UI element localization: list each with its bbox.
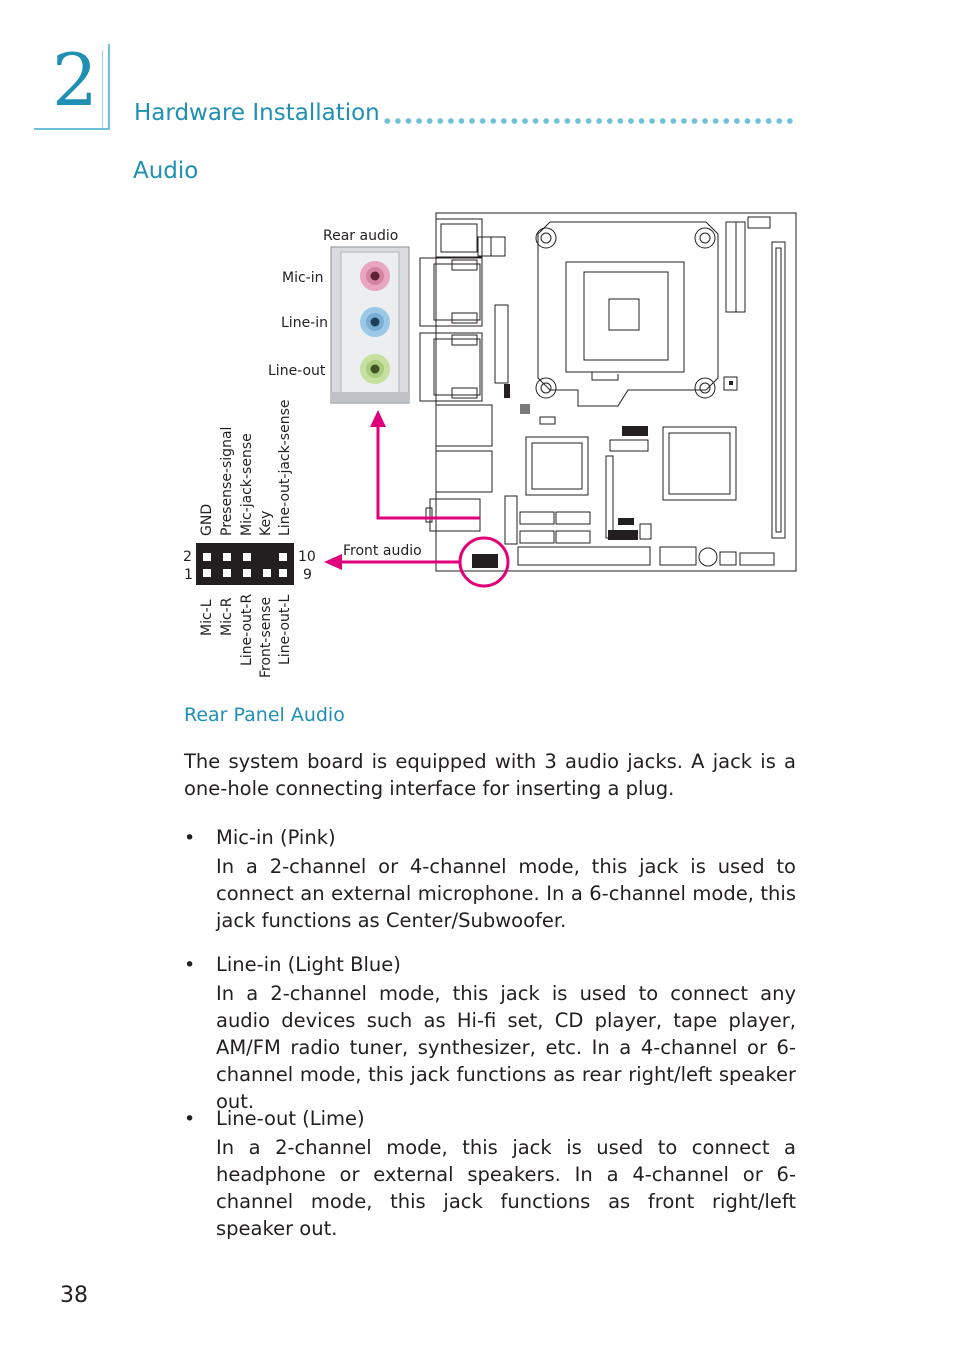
chapter-box-line — [34, 128, 110, 130]
pin-number-1: 1 — [184, 567, 193, 583]
pin-label-mic-jack-sense: Mic-jack-sense — [239, 433, 255, 536]
dotted-rule — [382, 117, 796, 125]
pin-label-presense-signal: Presense-signal — [219, 426, 235, 536]
bullet-text-line-out: In a 2-channel mode, this jack is used t… — [216, 1136, 796, 1240]
bullet-marker: • — [184, 1108, 196, 1130]
bullet-marker: • — [184, 954, 196, 976]
section-title: Audio — [133, 158, 199, 184]
chapter-title: Hardware Installation — [134, 100, 380, 126]
pin-label-mic-r: Mic-R — [219, 597, 235, 636]
front-audio-header — [196, 543, 294, 585]
line-in-label: Line-in — [281, 315, 328, 331]
line-in-jack-icon — [360, 307, 390, 337]
bullet-title-mic-in: Mic-in (Pink) — [216, 826, 336, 849]
pin-label-line-out-r: Line-out-R — [239, 593, 255, 666]
callout-arrowheads — [324, 410, 386, 570]
pin-number-10: 10 — [298, 549, 316, 565]
mic-in-label: Mic-in — [282, 270, 324, 286]
intro-paragraph: The system board is equipped with 3 audi… — [184, 750, 796, 800]
bullet-text-line-in: In a 2-channel mode, this jack is used t… — [216, 982, 796, 1113]
pin-label-gnd: GND — [199, 503, 215, 536]
rear-panel-audio-title: Rear Panel Audio — [184, 704, 345, 726]
motherboard-diagram — [196, 212, 797, 588]
rear-audio-label: Rear audio — [323, 228, 399, 244]
bullet-marker: • — [184, 827, 196, 849]
pin-label-mic-l: Mic-L — [199, 599, 215, 636]
pin-label-line-out-jack-sense: Line-out-jack-sense — [277, 399, 293, 536]
bullet-text-mic-in: In a 2-channel or 4-channel mode, this j… — [216, 855, 796, 932]
pin-number-2: 2 — [183, 549, 192, 565]
line-out-jack-icon — [360, 354, 390, 384]
front-audio-label: Front audio — [343, 543, 422, 559]
page-number: 38 — [60, 1283, 88, 1308]
pin-label-key: Key — [258, 510, 274, 536]
pin-label-line-out-l: Line-out-L — [277, 594, 293, 665]
pin-number-9: 9 — [303, 567, 312, 583]
bullet-title-line-in: Line-in (Light Blue) — [216, 953, 401, 976]
pin-label-front-sense: Front-sense — [258, 596, 274, 678]
mic-in-jack-icon — [360, 261, 390, 291]
callout-arrows — [338, 420, 510, 588]
chapter-box-line — [108, 44, 110, 130]
board-outline — [419, 212, 797, 572]
bullet-title-line-out: Line-out (Lime) — [216, 1107, 365, 1130]
chapter-number: 2 — [52, 38, 98, 122]
chapter-box-line — [102, 50, 103, 130]
rear-audio-bracket — [330, 246, 410, 404]
board-details — [472, 381, 733, 568]
line-out-label: Line-out — [268, 363, 326, 379]
